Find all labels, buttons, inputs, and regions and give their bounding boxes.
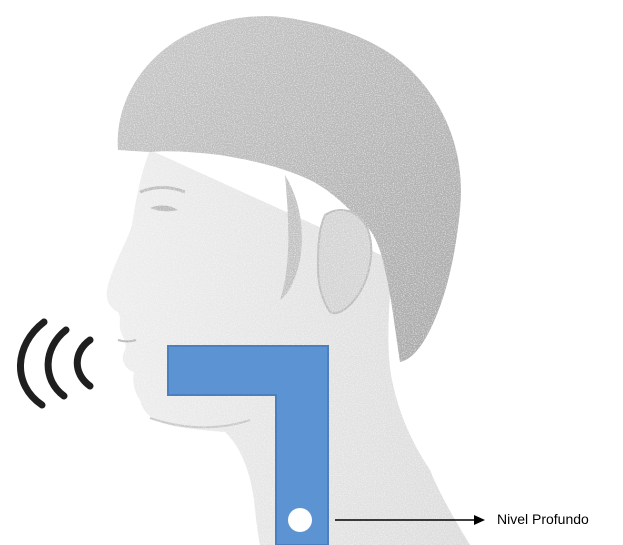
depth-level-label: Nivel Profundo bbox=[497, 511, 589, 527]
sound-wave-outer bbox=[20, 322, 44, 405]
depth-marker-icon bbox=[288, 508, 312, 532]
sound-waves-icon bbox=[20, 322, 90, 405]
sound-wave-middle bbox=[48, 330, 66, 396]
sound-wave-inner bbox=[77, 340, 90, 386]
